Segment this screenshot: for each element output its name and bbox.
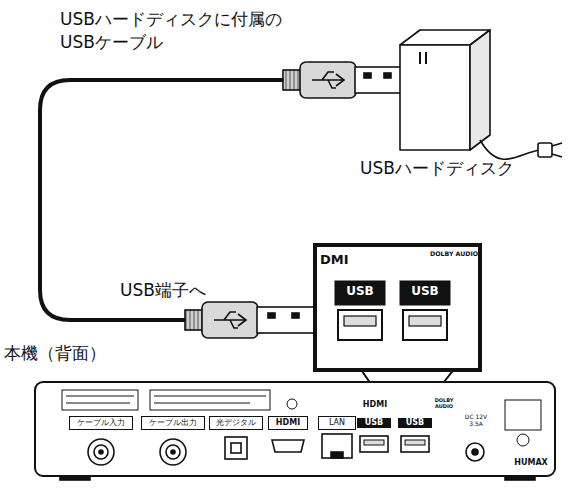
panel-label: ケーブル入力: [69, 416, 133, 430]
zoom-port-label: DMI: [320, 252, 349, 268]
usb-plug: [283, 62, 401, 98]
zoom-usb-label: USB: [335, 284, 385, 298]
panel-label: ケーブル出力: [141, 416, 205, 430]
zoom-window: [315, 245, 480, 370]
panel-label: HDMI: [268, 416, 308, 430]
panel-label: HDMI: [354, 400, 396, 410]
disk-label: USBハードディスク: [360, 158, 514, 178]
zoom-dolby-label: DOLBY AUDIO: [430, 250, 476, 258]
panel-label: LAN: [318, 416, 356, 430]
port-callout: USB端子へ: [120, 280, 206, 300]
brand-label: HUMAX: [510, 458, 552, 468]
device-label: 本機（背面）: [4, 343, 106, 363]
panel-dolby-label: DOLBY AUDIO: [434, 398, 454, 409]
usb-plug: [185, 302, 315, 338]
panel-power-label: DC 12V 3.5A: [458, 414, 494, 427]
zoom-usb-label: USB: [400, 284, 450, 298]
panel-usb-label: USB: [398, 418, 432, 428]
panel-label: 光デジタル: [209, 416, 263, 430]
panel-usb-label: USB: [357, 418, 391, 428]
device-rear: [35, 382, 555, 480]
cable-label: USBハードディスクに付属の USBケーブル: [60, 8, 312, 54]
usb-hard-disk: [400, 30, 562, 159]
usb-cable: [40, 80, 285, 320]
